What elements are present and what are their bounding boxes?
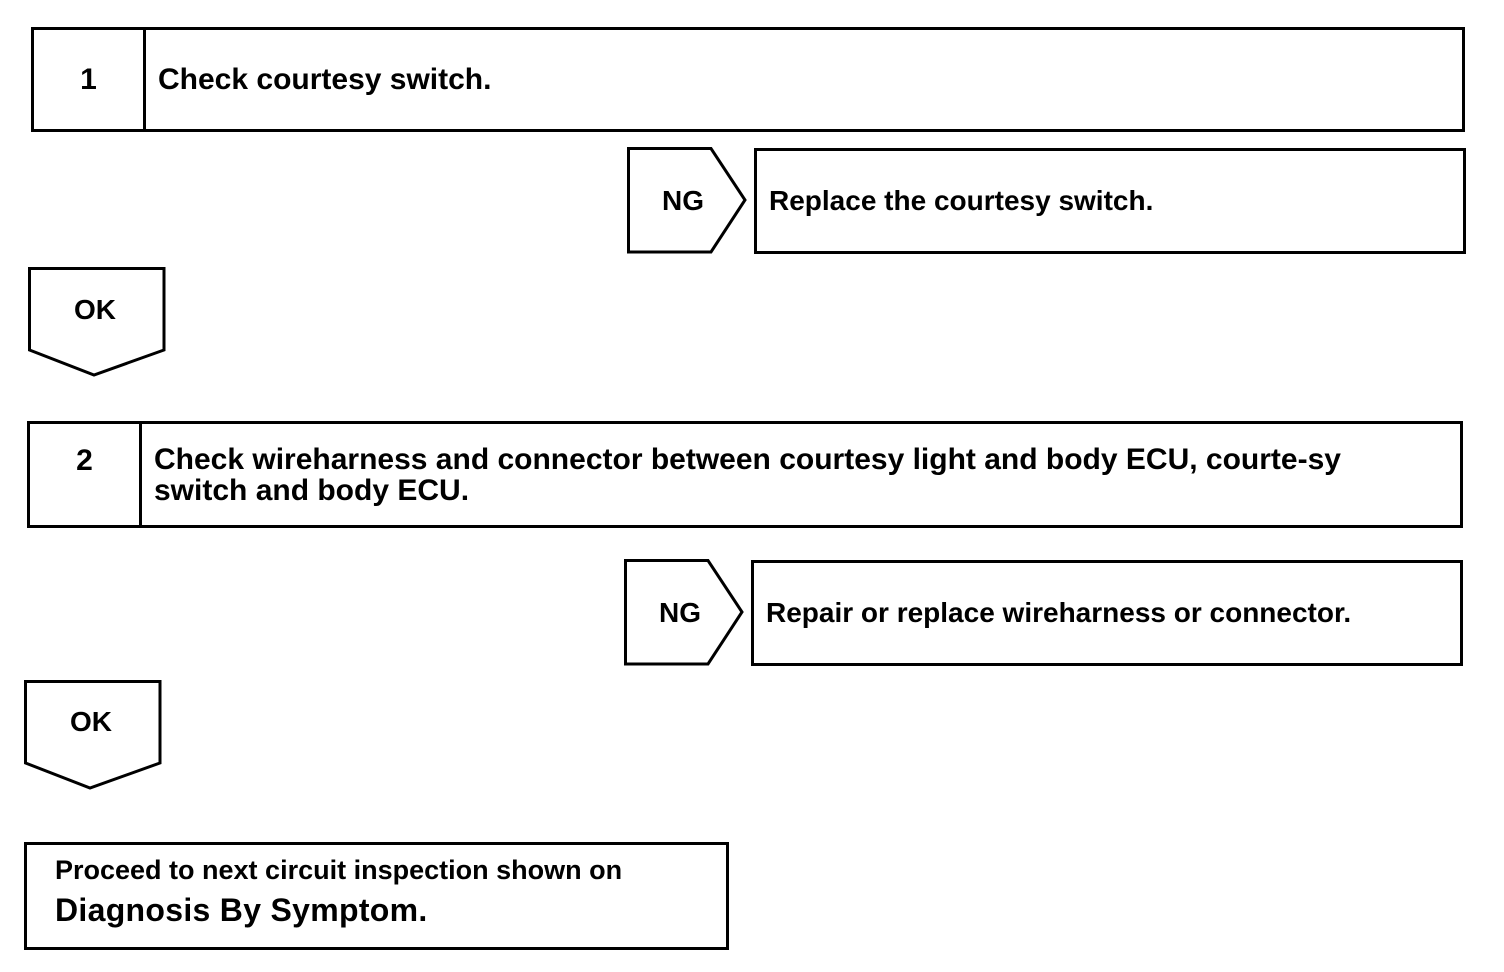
step-1-text: Check courtesy switch. xyxy=(158,63,492,96)
step-1-box: 1 Check courtesy switch. xyxy=(31,27,1465,132)
ng-arrow-1 xyxy=(627,147,747,254)
ok-arrow-2 xyxy=(24,680,162,790)
ng-label-2: NG xyxy=(659,597,701,628)
ok-arrow-1 xyxy=(28,267,166,377)
ok-label-2: OK xyxy=(70,706,112,737)
final-line-1: Proceed to next circuit inspection shown… xyxy=(55,855,623,885)
final-box: Proceed to next circuit inspection shown… xyxy=(24,842,729,950)
ok-label-1: OK xyxy=(74,294,116,325)
step-2-box: 2 Check wireharness and connector betwee… xyxy=(27,421,1463,528)
step-2-number: 2 xyxy=(30,424,142,525)
step-2-text: Check wireharness and connector between … xyxy=(154,443,1341,507)
ng-action-2: Repair or replace wireharness or connect… xyxy=(751,560,1463,666)
final-line-2: Diagnosis By Symptom. xyxy=(55,892,428,928)
ng-action-1: Replace the courtesy switch. xyxy=(754,148,1466,254)
step-1-number: 1 xyxy=(34,30,146,129)
ng-label-1: NG xyxy=(662,185,704,216)
ng-arrow-2 xyxy=(624,559,744,666)
